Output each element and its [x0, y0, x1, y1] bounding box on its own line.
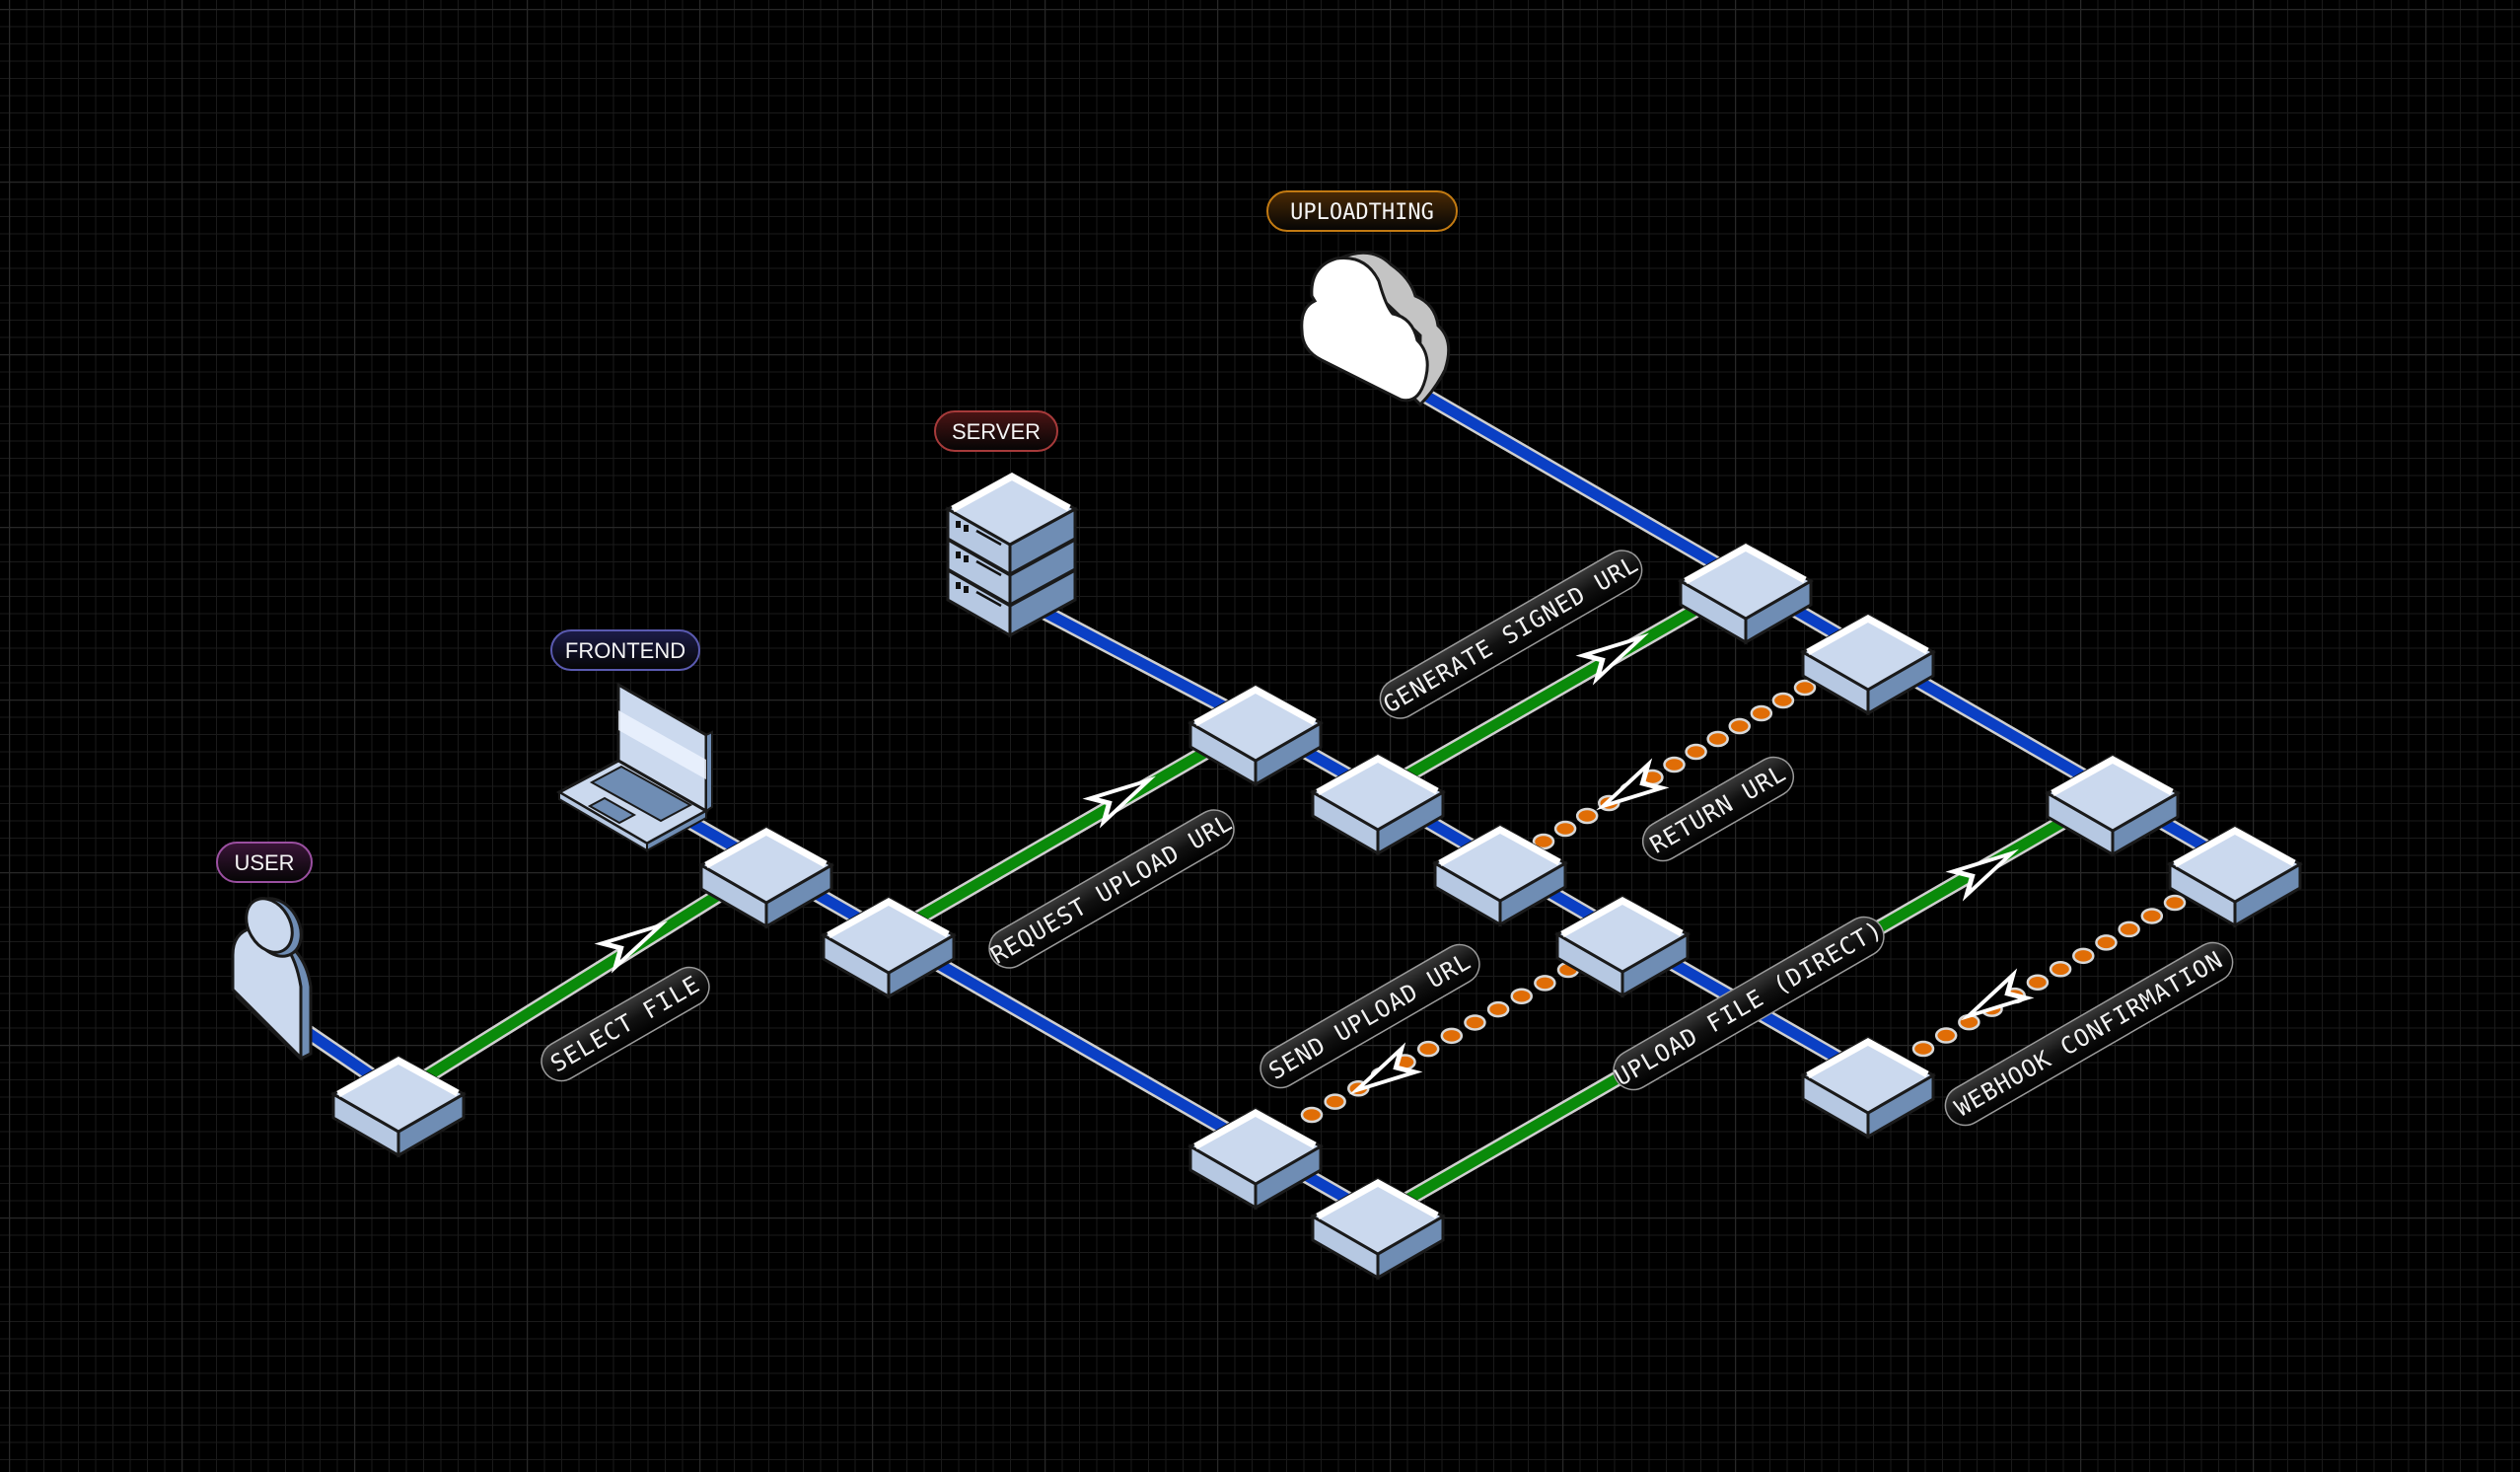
- response-dot: [1685, 743, 1707, 761]
- response-dot: [1911, 1040, 1935, 1058]
- response-dot: [1771, 692, 1795, 709]
- node-layer: [329, 542, 2304, 1281]
- arrow-step-5-icon: [1349, 1042, 1423, 1095]
- switch-node: [1553, 895, 1692, 998]
- switch-node: [820, 896, 958, 999]
- switch-node: [1187, 1107, 1325, 1211]
- laptop-icon: [555, 682, 713, 852]
- response-dot: [1534, 975, 1556, 992]
- response-dot: [1793, 679, 1817, 697]
- response-dot: [1416, 1040, 1440, 1058]
- request-link-step-3: [1374, 574, 1750, 799]
- actor-label-user: USER: [216, 842, 313, 883]
- arrow-step-7-icon: [1961, 968, 2035, 1021]
- server-rack-icon: [944, 472, 1079, 638]
- response-dot: [2163, 894, 2187, 912]
- backbone-link: [1410, 383, 1751, 588]
- actor-label-text: UPLOADTHING: [1290, 200, 1434, 225]
- response-dot: [1486, 1000, 1510, 1018]
- response-dot: [1532, 833, 1555, 850]
- arrow-layer: [594, 632, 2035, 1095]
- actor-label-uploadthing: UPLOADTHING: [1266, 190, 1458, 232]
- switch-node: [2166, 825, 2304, 928]
- response-dot: [1934, 1027, 1958, 1044]
- switch-node: [1677, 542, 1815, 645]
- switch-node: [697, 826, 835, 929]
- switch-node: [1799, 613, 1937, 716]
- arrow-step-6-icon: [1945, 848, 2019, 902]
- request-link-step-2: [884, 716, 1260, 942]
- request-link-step-1: [394, 858, 771, 1101]
- switch-node: [1309, 1177, 1447, 1281]
- person-icon: [231, 897, 313, 1062]
- response-dot: [2072, 947, 2095, 965]
- response-dot: [1464, 1014, 1486, 1031]
- switch-node: [1431, 824, 1569, 927]
- response-dot: [1575, 807, 1599, 825]
- backbone-link: [885, 928, 1260, 1153]
- actor-layer: [231, 251, 1451, 1062]
- response-dot: [1440, 1027, 1464, 1045]
- response-dot: [1300, 1106, 1324, 1124]
- switch-node: [2044, 754, 2182, 857]
- response-dot: [1510, 988, 1533, 1004]
- response-dot: [1728, 717, 1751, 735]
- arrow-step-4-icon: [1596, 758, 1670, 811]
- actor-label-frontend: FRONTEND: [550, 629, 700, 671]
- response-dot: [2118, 920, 2140, 938]
- response-dot: [2049, 961, 2072, 978]
- switch-node: [1187, 684, 1325, 787]
- response-dot: [1324, 1093, 1346, 1110]
- arrow-step-3-icon: [1575, 632, 1649, 686]
- response-dot: [1706, 730, 1729, 748]
- switch-node: [1309, 753, 1447, 856]
- response-dot: [1663, 756, 1686, 773]
- response-dot: [2095, 934, 2118, 951]
- response-dot: [2026, 974, 2050, 991]
- response-dot: [1553, 820, 1577, 838]
- cloud-icon: [1300, 251, 1451, 407]
- backbone-link: [1027, 597, 1260, 731]
- response-dot: [2140, 908, 2164, 924]
- actor-label-server: SERVER: [934, 410, 1058, 452]
- response-dot: [1750, 704, 1773, 722]
- switch-node: [329, 1055, 468, 1158]
- actor-label-text: SERVER: [952, 419, 1041, 444]
- switch-node: [1799, 1036, 1937, 1140]
- arrow-step-2-icon: [1082, 775, 1156, 829]
- actor-label-text: USER: [234, 850, 294, 875]
- actor-label-layer: USER FRONTEND SERVER UPLOADTHING: [216, 190, 1458, 883]
- actor-label-text: FRONTEND: [565, 638, 685, 663]
- arrow-step-1-icon: [594, 920, 668, 974]
